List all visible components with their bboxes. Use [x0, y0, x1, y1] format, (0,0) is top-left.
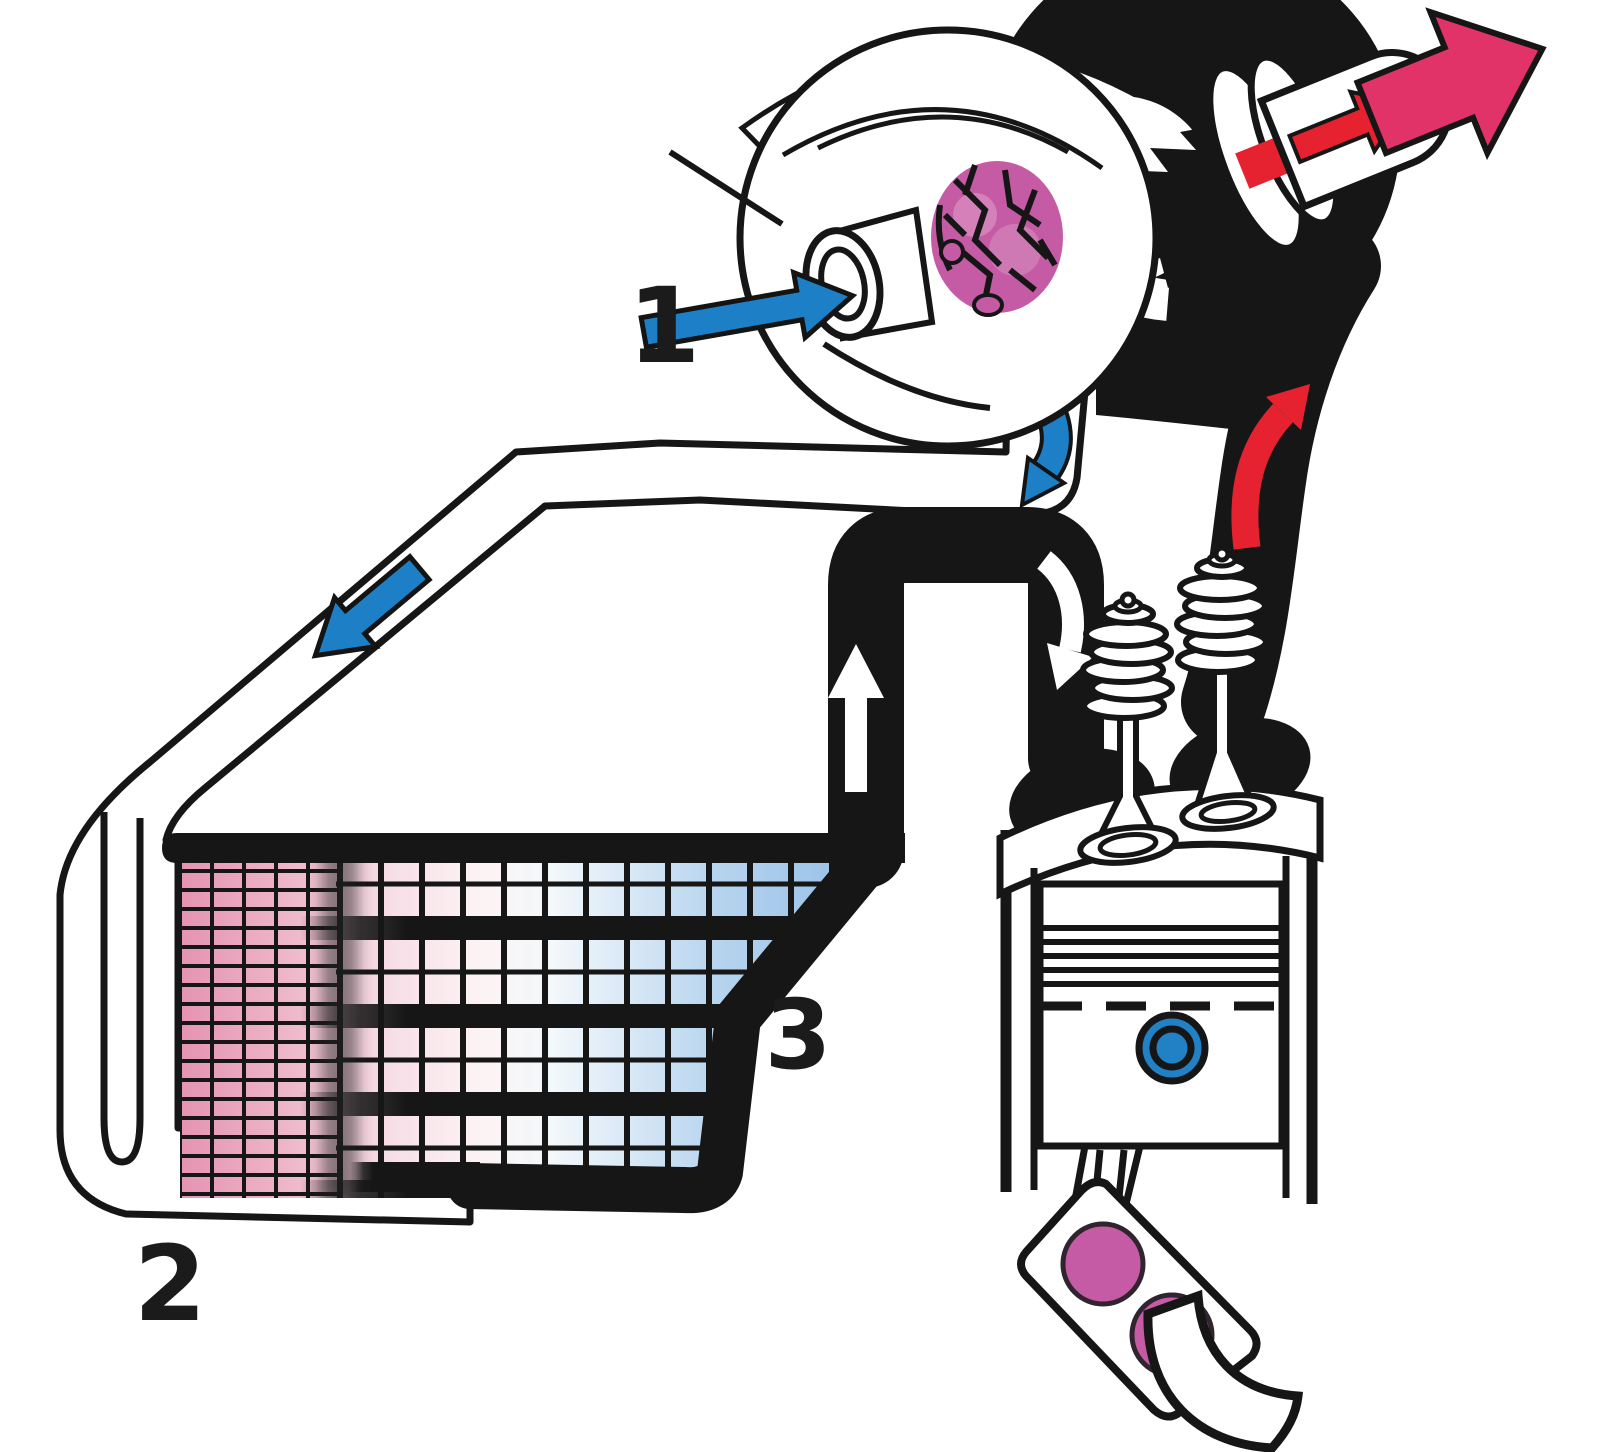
piston-rings — [1040, 925, 1282, 987]
wheel-nut — [939, 239, 965, 265]
white-arrow-up-icon — [828, 644, 884, 792]
compressor-scroll-line-1 — [781, 107, 1104, 171]
intercooler-fine-grid — [180, 850, 342, 1198]
engine-cylinder — [996, 545, 1324, 1452]
intercooler-top-plate — [162, 833, 905, 863]
intake-valve-seat-inner — [1097, 832, 1159, 858]
compressor-wheel — [931, 161, 1063, 317]
intake-valve-spring — [1080, 591, 1175, 721]
wheel-hub-tip — [972, 293, 1004, 317]
soot-transition-smudge — [322, 845, 358, 1198]
label-3: 3 — [765, 979, 832, 1091]
exhaust-valve-seat-inner — [1198, 799, 1258, 825]
wrist-pin-ring — [1149, 1025, 1195, 1071]
red-curved-arrow-up-icon — [1266, 384, 1310, 430]
compressor-wheel-vanes — [935, 164, 1058, 301]
wheel-highlight-2 — [989, 224, 1041, 276]
compressor-face-arc — [822, 341, 991, 411]
red-curved-arrow-shaft — [1231, 403, 1294, 550]
blue-arrow-down-left-icon — [311, 553, 433, 659]
exhaust-valve-spring — [1174, 545, 1269, 675]
crimson-arrow-out-icon — [1353, 7, 1547, 161]
turbocharger — [638, 0, 1547, 509]
charge-pipe-flow-arrow — [311, 553, 433, 659]
crank-assembly — [1017, 1142, 1303, 1452]
crank-journal-1 — [1060, 1221, 1146, 1307]
blue-arrow-right-icon — [638, 268, 858, 351]
label-1: 1 — [628, 265, 700, 387]
blue-curved-arrow-down-icon — [1019, 454, 1068, 509]
crank-counterweight — [1143, 1289, 1303, 1452]
valvetrain — [1077, 545, 1277, 866]
wheel-highlight-1 — [953, 193, 997, 237]
pipe-hairpin-divider — [100, 812, 144, 1166]
compressor-scroll-line-2 — [816, 114, 1070, 155]
white-curved-arrow-down-icon — [1036, 551, 1093, 690]
intercooler-shroud — [447, 829, 885, 1214]
exhaust-outlet — [1235, 7, 1547, 212]
shroud-fade — [350, 1162, 480, 1192]
exhaust-up-arrow — [1231, 384, 1310, 550]
wrist-pin — [1135, 1011, 1209, 1085]
intake-air-arrow — [638, 268, 858, 351]
compressor-face-line — [668, 149, 784, 227]
label-2: 2 — [134, 1223, 206, 1345]
piston — [1036, 880, 1286, 1150]
